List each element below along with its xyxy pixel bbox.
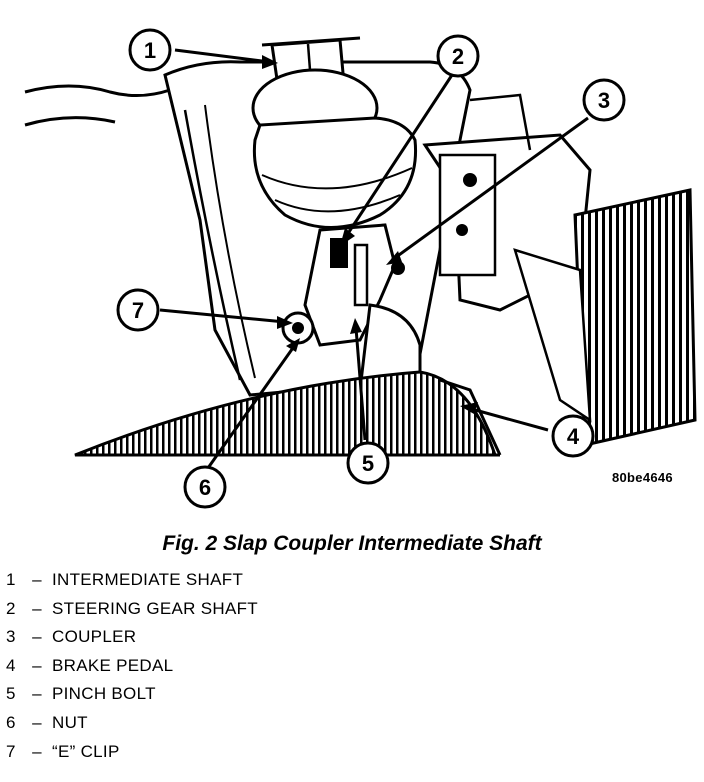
legend-label: INTERMEDIATE SHAFT bbox=[52, 570, 244, 589]
legend-number: 7 bbox=[6, 741, 16, 761]
brake-pedal-pad bbox=[573, 188, 697, 447]
legend-number: 2 bbox=[6, 598, 16, 618]
callout-7: 7 bbox=[116, 288, 160, 332]
legend-label: BRAKE PEDAL bbox=[52, 655, 174, 675]
legend-dash: – bbox=[32, 741, 42, 761]
legend-dash: – bbox=[32, 627, 42, 647]
callout-label: 1 bbox=[144, 38, 156, 63]
legend-dash: – bbox=[32, 712, 42, 732]
legend-number: 3 bbox=[6, 627, 16, 647]
callout-label: 6 bbox=[199, 475, 211, 500]
legend-label: NUT bbox=[52, 712, 88, 732]
legend-number: 6 bbox=[6, 712, 16, 732]
callout-label: 2 bbox=[452, 44, 464, 69]
callout-label: 4 bbox=[567, 424, 580, 449]
figure-code: 80be4646 bbox=[612, 470, 673, 485]
legend-number: 1 bbox=[6, 570, 16, 589]
legend-list: 1–INTERMEDIATE SHAFT 2–STEERING GEAR SHA… bbox=[6, 570, 258, 770]
callout-5: 5 bbox=[346, 441, 390, 485]
callout-label: 7 bbox=[132, 298, 144, 323]
legend-dash: – bbox=[32, 655, 42, 675]
callout-4: 4 bbox=[551, 414, 595, 458]
dust-boot bbox=[252, 116, 418, 229]
floor-pan bbox=[74, 370, 498, 457]
callout-3: 3 bbox=[582, 78, 626, 122]
legend-item: 4–BRAKE PEDAL bbox=[6, 656, 258, 685]
legend-label: STEERING GEAR SHAFT bbox=[52, 598, 258, 618]
shaft-illustration: 1 2 3 4 5 6 7 bbox=[24, 28, 697, 509]
legend-label: COUPLER bbox=[52, 627, 137, 647]
legend-number: 4 bbox=[6, 655, 16, 675]
callout-label: 5 bbox=[362, 451, 374, 476]
callout-1: 1 bbox=[128, 28, 172, 72]
figure-caption: Fig. 2 Slap Coupler Intermediate Shaft bbox=[162, 532, 542, 555]
legend-item: 3–COUPLER bbox=[6, 627, 258, 656]
callout-label: 3 bbox=[598, 88, 610, 113]
legend-item: 1–INTERMEDIATE SHAFT bbox=[6, 570, 258, 599]
dash-edge-line-2 bbox=[24, 116, 116, 127]
dash-edge-line bbox=[24, 84, 171, 97]
legend-label: “E” CLIP bbox=[52, 741, 120, 761]
legend-dash: – bbox=[32, 684, 42, 704]
callout-6: 6 bbox=[183, 465, 227, 509]
legend-label: PINCH BOLT bbox=[52, 684, 156, 704]
callout-2: 2 bbox=[436, 34, 480, 78]
legend-item: 6–NUT bbox=[6, 713, 258, 742]
legend-dash: – bbox=[32, 598, 42, 618]
legend-number: 5 bbox=[6, 684, 16, 704]
legend-dash: – bbox=[32, 570, 42, 589]
legend-item: 7–“E” CLIP bbox=[6, 742, 258, 771]
legend-item: 2–STEERING GEAR SHAFT bbox=[6, 599, 258, 628]
legend-item: 5–PINCH BOLT bbox=[6, 684, 258, 713]
